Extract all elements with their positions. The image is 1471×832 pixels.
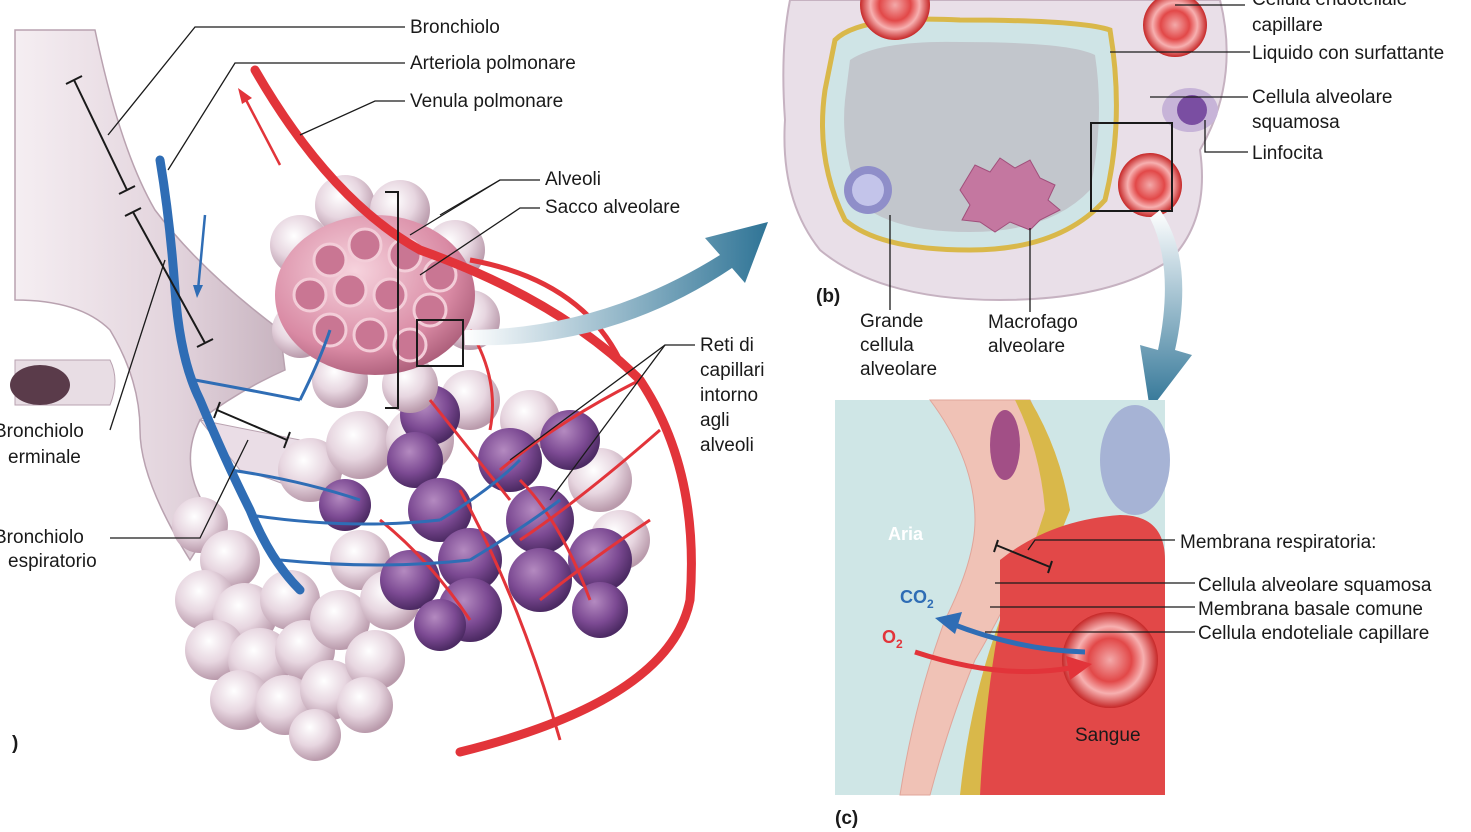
label-sacco-alveolare: Sacco alveolare [545,196,680,219]
label-bronchiolo-terminale-2: erminale [8,446,81,469]
label-o2-sub: 2 [896,637,903,651]
blood-flow-arrowhead-red [238,88,252,104]
panel-a-letter: ) [12,733,18,755]
label-sangue: Sangue [1075,724,1141,747]
label-bronchiolo-respiratorio-1: Bronchiolo [0,526,84,549]
label-cellula-squamosa-b-2: squamosa [1252,111,1340,134]
label-reti-4: agli [700,409,730,432]
bronchiole-opening [10,365,70,405]
label-macrofago-2: alveolare [988,335,1065,358]
lymphocyte-nucleus [1177,95,1207,125]
panel-c-illustration [835,400,1195,795]
label-co2: CO2 [900,587,934,608]
label-macrofago-1: Macrofago [988,311,1078,334]
label-linfocita: Linfocita [1252,142,1323,165]
label-membrana-respiratoria: Membrana respiratoria: [1180,531,1376,554]
label-grande-2: cellula [860,334,914,357]
large-alveolar-cell [844,166,892,214]
label-co2-sub: 2 [927,597,934,611]
label-bronchiolo-respiratorio-2: espiratorio [8,550,97,573]
label-alveoli: Alveoli [545,168,601,191]
panel-c-letter: (c) [835,808,858,830]
label-co2-main: CO [900,587,927,607]
label-reti-3: intorno [700,384,758,407]
label-o2: O2 [882,627,903,648]
label-bronchiolo: Bronchiolo [410,16,500,39]
label-cellula-endoteliale-b-2: capillare [1252,14,1323,37]
bronchiole-tube [15,30,285,560]
label-arteriola-polmonare: Arteriola polmonare [410,52,576,75]
label-cellula-squamosa-c: Cellula alveolare squamosa [1198,574,1431,597]
label-grande-3: alveolare [860,358,937,381]
label-cellula-endoteliale-b-1: Cellula endoteliale [1252,0,1407,11]
label-aria: Aria [888,524,923,545]
label-reti-1: Reti di [700,334,754,357]
label-reti-5: alveoli [700,434,754,457]
label-venula-polmonare: Venula polmonare [410,90,563,113]
label-liquido-surfattante: Liquido con surfattante [1252,42,1444,65]
label-o2-main: O [882,627,896,647]
panel-b-letter: (b) [816,286,840,308]
cell-nucleus-c [990,410,1020,480]
label-cellula-endoteliale-c: Cellula endoteliale capillare [1198,622,1429,645]
label-grande-1: Grande [860,310,923,333]
label-reti-2: capillari [700,359,764,382]
label-cellula-squamosa-b-1: Cellula alveolare [1252,86,1392,109]
label-membrana-basale: Membrana basale comune [1198,598,1423,621]
panel-a-illustration [10,27,768,761]
lymphocyte-c [1100,405,1170,515]
label-bronchiolo-terminale-1: Bronchiolo [0,420,84,443]
